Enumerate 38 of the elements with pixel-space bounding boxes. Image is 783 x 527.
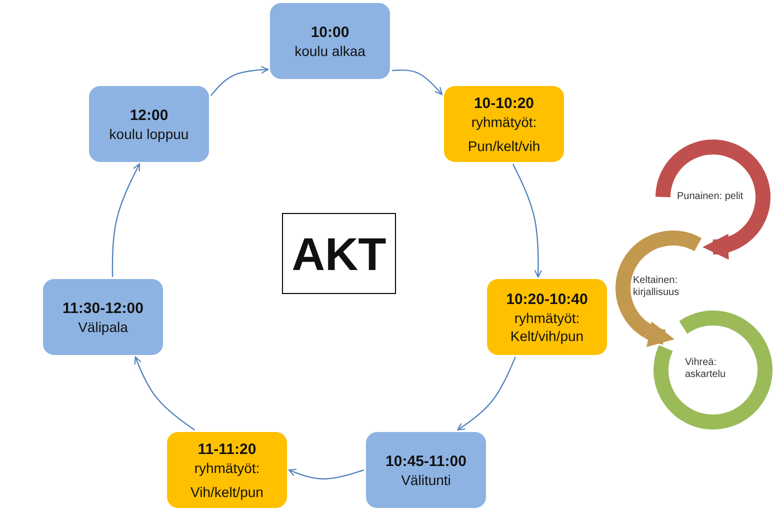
time-label: 10:20-10:40 <box>506 290 588 308</box>
time-label: 11-11:20 <box>198 440 256 458</box>
activity-label: ryhmätyöt: <box>194 458 260 476</box>
arrow <box>134 356 195 430</box>
activity-label: Välipala <box>78 318 128 336</box>
schedule-box <box>89 86 209 162</box>
arrow <box>392 69 443 95</box>
activity-label: ryhmätyöt: <box>471 112 537 130</box>
ring-label: Punainen: pelit <box>677 191 744 203</box>
circular-arrow-head <box>702 234 729 260</box>
activity-label: ryhmätyöt: <box>514 308 580 326</box>
time-label: 10:45-11:00 <box>386 452 466 470</box>
activity-label: koulu loppuu <box>109 124 189 142</box>
time-label: 10:00 <box>310 22 350 42</box>
schedule-box <box>43 279 163 355</box>
activity-label: Pun/kelt/vih <box>468 136 540 154</box>
title-text: AKT <box>292 228 386 278</box>
activity-label: Välitunti <box>401 470 451 488</box>
title-box <box>282 213 396 294</box>
activity-label: koulu alkaa <box>294 42 366 60</box>
schedule-box <box>167 432 287 508</box>
ring-label: Keltainen: kirjallisuus <box>633 275 680 299</box>
activity-label: Kelt/vih/pun <box>510 326 584 344</box>
time-label: 10-10:20 <box>474 94 534 112</box>
schedule-box <box>444 86 564 162</box>
schedule-box <box>270 3 390 79</box>
arrow <box>112 163 140 277</box>
time-label: 12:00 <box>130 106 168 124</box>
time-label: 11:30-12:00 <box>62 298 144 318</box>
arrow <box>288 468 364 480</box>
ring-label: Vihreä: askartelu <box>685 357 727 381</box>
arrow <box>512 164 542 278</box>
schedule-box <box>487 279 607 355</box>
arrow <box>457 356 516 431</box>
ring-band <box>651 308 775 432</box>
arrow <box>210 66 269 96</box>
schedule-box <box>366 432 486 508</box>
activity-label: Vih/kelt/pun <box>190 482 264 500</box>
